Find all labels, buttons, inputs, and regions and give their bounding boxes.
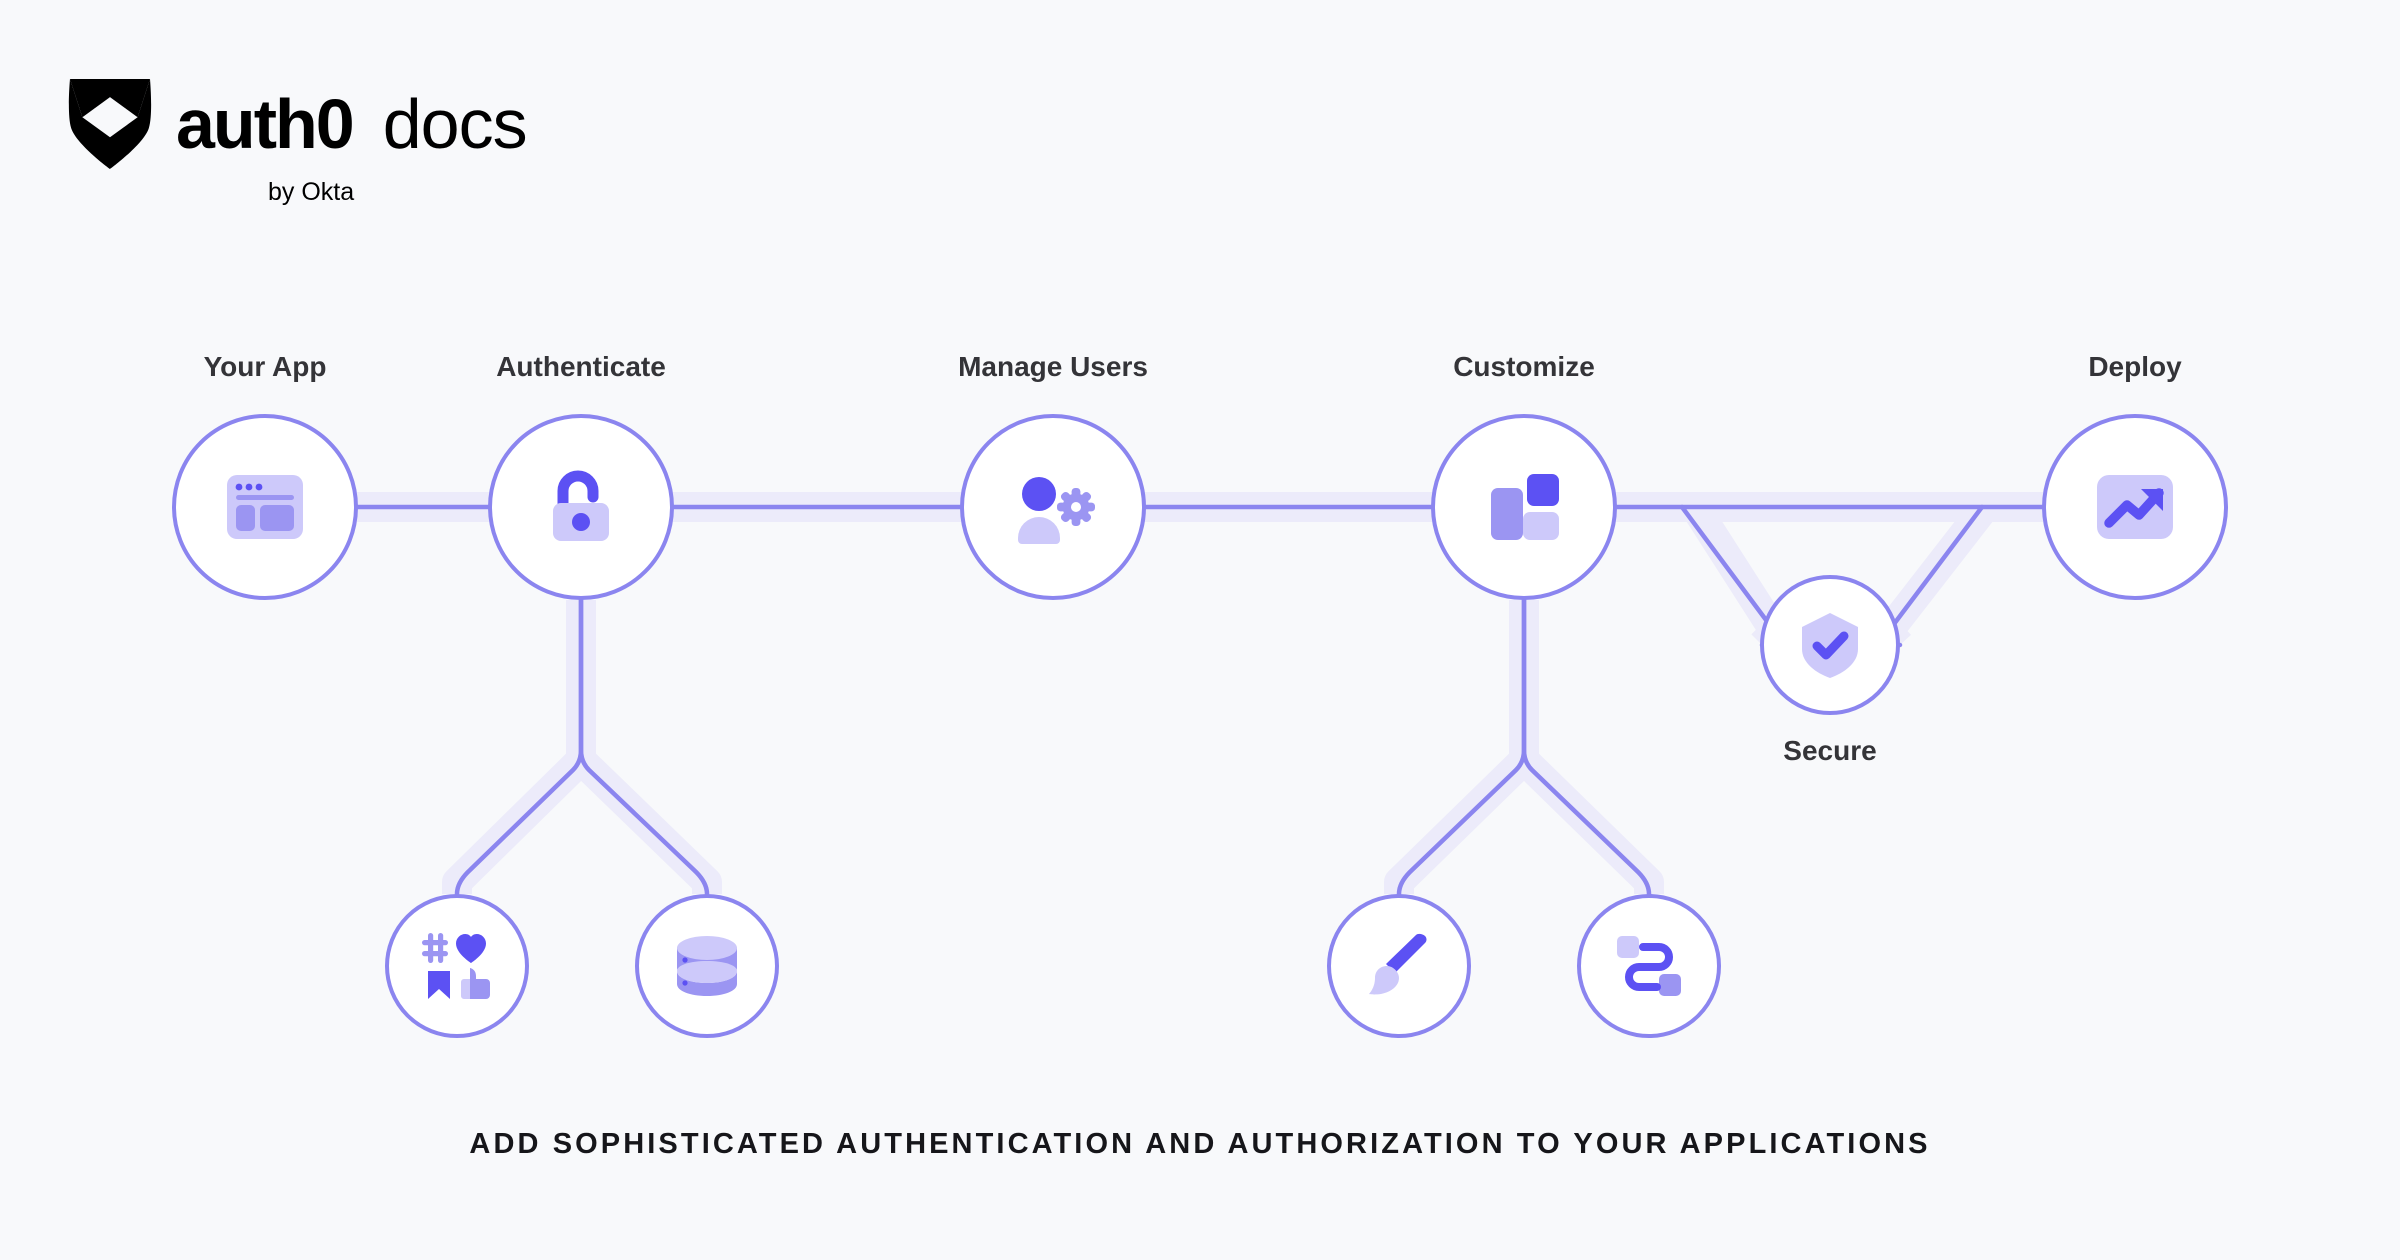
wire-customize-flows bbox=[1521, 597, 1652, 897]
wire-authenticate-database bbox=[578, 597, 710, 897]
node-social-connections[interactable] bbox=[385, 894, 529, 1038]
node-label-authenticate: Authenticate bbox=[496, 351, 666, 382]
shield-check-icon bbox=[1802, 613, 1858, 678]
browser-window-icon bbox=[227, 475, 303, 539]
brand-header: auth0 docs by Okta bbox=[68, 78, 528, 206]
user-gear-icon bbox=[1018, 477, 1095, 544]
node-label-deploy: Deploy bbox=[2088, 351, 2182, 382]
brand-product-name: docs bbox=[382, 85, 528, 163]
auth0-shield-star-icon bbox=[68, 79, 152, 169]
node-branding[interactable] bbox=[1327, 894, 1471, 1038]
page-tagline: ADD SOPHISTICATED AUTHENTICATION AND AUT… bbox=[469, 1128, 1931, 1160]
node-deploy[interactable] bbox=[2042, 414, 2228, 600]
node-label-manage-users: Manage Users bbox=[958, 351, 1148, 382]
flow-nodes-icon bbox=[1617, 936, 1681, 996]
node-label-secure: Secure bbox=[1783, 735, 1877, 766]
node-database[interactable] bbox=[635, 894, 779, 1038]
node-your-app[interactable] bbox=[172, 414, 358, 600]
wire-authenticate-social bbox=[454, 597, 584, 897]
brand-row: auth0 docs bbox=[68, 78, 528, 170]
trending-up-icon bbox=[2097, 475, 2173, 539]
node-secure[interactable] bbox=[1760, 575, 1900, 715]
database-icon bbox=[677, 936, 737, 996]
node-customize[interactable] bbox=[1431, 414, 1617, 600]
brand-byline: by Okta bbox=[268, 178, 355, 206]
node-label-your-app: Your App bbox=[203, 351, 327, 382]
node-flows[interactable] bbox=[1577, 894, 1721, 1038]
node-authenticate[interactable] bbox=[488, 414, 674, 600]
node-manage-users[interactable] bbox=[960, 414, 1146, 600]
node-label-customize: Customize bbox=[1453, 351, 1595, 382]
brand-wordmark: auth0 bbox=[176, 85, 355, 163]
social-reactions-icon bbox=[422, 933, 490, 999]
wire-customize-branding bbox=[1396, 597, 1527, 897]
unlock-icon bbox=[553, 470, 609, 541]
layout-blocks-icon bbox=[1491, 474, 1559, 540]
paintbrush-icon bbox=[1369, 933, 1427, 995]
